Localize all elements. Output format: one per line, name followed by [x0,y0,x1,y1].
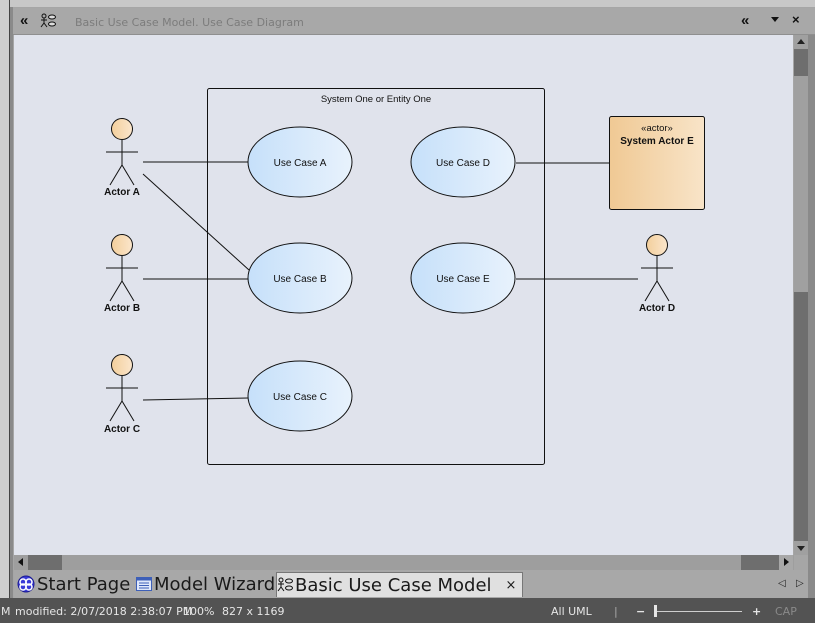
tab-model-wizard[interactable]: Model Wizard [136,572,275,596]
use-case-diagram: System One or Entity One Use Case A Use … [104,88,705,465]
dropdown-icon[interactable] [771,17,779,22]
system-actor-e[interactable]: «actor» System Actor E [609,116,705,210]
use-case-c[interactable]: Use Case C [247,360,353,432]
scroll-up-button[interactable] [794,35,808,49]
vertical-scrollbar[interactable] [794,35,808,555]
scroll-right-button[interactable] [779,555,793,570]
use-case-label: Use Case D [436,158,490,169]
actor-head [646,234,668,256]
panel-splitter[interactable] [10,7,13,598]
use-case-label: Use Case E [436,274,490,285]
status-modified: modified: 2/07/2018 2:38:07 PM [15,605,193,618]
horizontal-scrollbar[interactable] [14,555,794,570]
status-left-fragment: M [1,605,11,618]
use-case-b[interactable]: Use Case B [247,242,353,314]
status-divider: | [614,605,618,618]
use-case-d[interactable]: Use Case D [410,126,516,198]
diagram-title: Basic Use Case Model. Use Case Diagram [75,16,304,29]
use-case-e[interactable]: Use Case E [410,242,516,314]
actor-label: Actor B [104,303,140,314]
model-wizard-icon [136,577,152,591]
association-actor-c-uc-c[interactable] [142,397,249,401]
actor-d[interactable]: Actor D [639,234,675,315]
top-strip [0,0,815,7]
diagram-header: « Basic Use Case Model. Use Case Diagram… [13,8,815,35]
actor-label: Actor D [639,303,675,314]
use-case-a[interactable]: Use Case A [247,126,353,198]
zoom-slider-handle[interactable] [654,605,657,617]
use-case-label: Use Case C [273,392,327,403]
actor-b[interactable]: Actor B [104,234,140,315]
status-zoom: 100% [183,605,215,618]
status-perspective[interactable]: All UML [551,605,592,618]
actor-box-label: System Actor E [620,136,694,147]
actor-label: Actor A [104,187,140,198]
tab-label: Start Page [37,573,131,595]
tab-prev-icon[interactable]: ◁ [778,578,786,589]
scroll-left-button[interactable] [14,555,28,570]
status-bar: M modified: 2/07/2018 2:38:07 PM 100% 82… [0,598,815,623]
association-actor-a-uc-b[interactable] [142,173,250,271]
collapse-right-icon[interactable]: « [741,12,750,29]
use-case-diagram-icon [40,13,56,28]
document-tabbar: Start Page Model Wizard Basic Use Case M… [14,570,808,598]
system-boundary[interactable] [207,88,545,465]
zoom-slider-track[interactable] [654,611,742,612]
collapse-left-icon[interactable]: « [20,12,29,29]
close-icon[interactable]: × [792,12,800,27]
right-edge [808,35,815,598]
zoom-in-button[interactable]: + [752,605,762,618]
use-case-label: Use Case B [273,274,327,285]
tab-start-page[interactable]: Start Page [17,572,130,596]
actor-head [111,118,133,140]
actor-stereotype: «actor» [641,123,673,134]
tab-label: Model Wizard [154,573,276,595]
actor-a[interactable]: Actor A [104,118,140,199]
system-boundary-title: System One or Entity One [321,94,431,105]
use-case-diagram-icon [277,577,293,592]
actor-head [111,234,133,256]
start-page-icon [17,575,35,593]
diagram-canvas[interactable]: System One or Entity One Use Case A Use … [14,35,793,555]
left-panel [0,0,10,598]
horizontal-scroll-thumb[interactable] [28,555,62,570]
actor-label: Actor C [104,424,140,435]
use-case-label: Use Case A [274,158,327,169]
zoom-out-button[interactable]: − [636,605,646,618]
tab-basic-use-case-model[interactable]: Basic Use Case Model × [276,572,524,597]
actor-head [111,354,133,376]
actor-c[interactable]: Actor C [104,354,140,436]
scroll-down-button[interactable] [794,541,808,555]
vertical-scroll-thumb[interactable] [794,76,808,292]
close-tab-icon[interactable]: × [505,577,517,593]
tab-label: Basic Use Case Model [295,574,492,596]
horizontal-scroll-track-end[interactable] [741,555,779,570]
tab-next-icon[interactable]: ▷ [796,578,804,589]
caps-lock-indicator: CAP [775,605,797,618]
status-page-size: 827 x 1169 [222,605,285,618]
